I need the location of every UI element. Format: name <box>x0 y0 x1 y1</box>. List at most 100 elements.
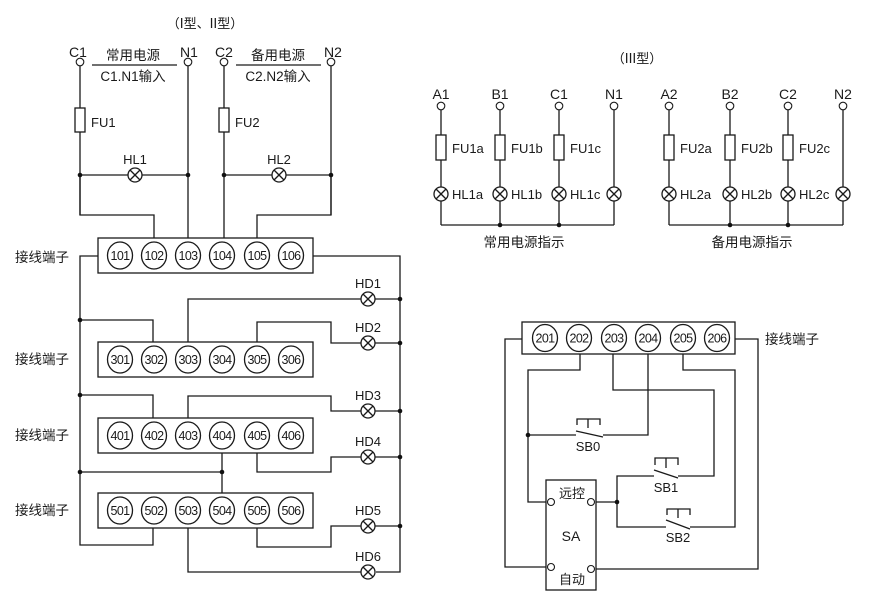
terminal-block-label: 接线端子 <box>15 502 69 519</box>
terminal-block-label: 接线端子 <box>15 249 69 266</box>
phase-label: N1 <box>605 86 623 102</box>
indicator-lamp-hd1 <box>360 291 376 307</box>
fuse-label: FU2b <box>741 141 773 156</box>
terminal-number: 301 <box>110 353 130 367</box>
terminal-number: 105 <box>247 249 267 263</box>
fuse <box>435 134 447 161</box>
terminal: 202 <box>565 323 593 353</box>
indicator-lamp-hd4 <box>360 449 376 465</box>
input-terminal <box>725 101 735 111</box>
terminal-number: 204 <box>638 332 658 346</box>
lamp-label: HL2c <box>799 187 830 202</box>
push-button-sb1 <box>653 457 679 479</box>
fuse-label: FU2a <box>680 141 713 156</box>
terminal-number: 102 <box>144 249 164 263</box>
push-button-sb0 <box>575 418 604 438</box>
terminal: 305 <box>243 345 271 374</box>
lamp-hl1-label: HL1 <box>123 152 147 167</box>
terminal-block-label: 接线端子 <box>15 427 69 444</box>
phase-label: B1 <box>491 86 508 102</box>
selector-auto-label: 自动 <box>559 573 585 588</box>
terminal-number: 501 <box>110 504 130 518</box>
input-terminal <box>609 101 619 111</box>
indicator-lamp <box>722 186 738 202</box>
normal-indicator-caption: 常用电源指示 <box>484 235 565 251</box>
phase-label: B2 <box>721 86 738 102</box>
standby-indicator-caption: 备用电源指示 <box>712 234 793 251</box>
lamp-label: HL2b <box>741 187 772 202</box>
terminal-number: 502 <box>144 504 164 518</box>
terminal-number: 402 <box>144 429 164 443</box>
terminal-number: 506 <box>281 504 301 518</box>
fuse-fu1 <box>74 107 86 133</box>
terminal-number: 206 <box>707 332 727 346</box>
terminal: 506 <box>277 496 305 525</box>
terminal-number: 104 <box>212 249 232 263</box>
input-terminal <box>436 101 446 111</box>
indicator-lamp-hd2 <box>360 335 376 351</box>
phase-label: A1 <box>432 86 449 102</box>
indicator-lamp <box>835 186 851 202</box>
label-c1: C1 <box>69 44 87 60</box>
terminal: 304 <box>208 345 236 374</box>
input-terminal <box>664 101 674 111</box>
terminal-number: 103 <box>178 249 198 263</box>
terminal-number: 405 <box>247 429 267 443</box>
terminal: 401 <box>106 421 134 450</box>
title-type-iii: （III型） <box>612 52 663 67</box>
fuse <box>724 134 736 161</box>
terminal: 505 <box>243 496 271 525</box>
standby-source-label: 备用电源 <box>251 47 305 64</box>
terminal-number: 202 <box>569 332 589 346</box>
terminal: 106 <box>277 241 305 270</box>
selector-sa-label: SA <box>562 528 581 544</box>
terminal: 402 <box>140 421 168 450</box>
terminal-number: 106 <box>281 249 301 263</box>
terminal: 501 <box>106 496 134 525</box>
indicator-lamp-hd3 <box>360 403 376 419</box>
fuse-label: FU1b <box>511 141 543 156</box>
terminal: 503 <box>174 496 202 525</box>
fuse-fu2-label: FU2 <box>235 115 260 130</box>
terminal: 103 <box>174 241 202 270</box>
input-terminal <box>838 101 848 111</box>
indicator-lamp-label: HD6 <box>355 549 381 564</box>
lamp-label: HL1c <box>570 187 601 202</box>
push-button-sb0-label: SB0 <box>576 439 601 454</box>
terminal: 404 <box>208 421 236 450</box>
terminal-block-2: 201 202 203 204 205 206 <box>521 321 736 355</box>
terminal-c2 <box>219 57 229 67</box>
selector-switch-sa <box>545 479 597 591</box>
push-button-sb2 <box>665 508 691 530</box>
terminal: 201 <box>531 323 559 353</box>
lamp-label: HL1b <box>511 187 542 202</box>
terminal-block-label: 接线端子 <box>15 351 69 368</box>
indicator-lamp <box>780 186 796 202</box>
title-type-i-ii: （I型、II型） <box>167 17 244 32</box>
terminal-number: 404 <box>212 429 232 443</box>
fuse-label: FU1a <box>452 141 485 156</box>
fuse-label: FU1c <box>570 141 602 156</box>
indicator-lamp <box>551 186 567 202</box>
fuse-fu1-label: FU1 <box>91 115 116 130</box>
terminal: 105 <box>243 241 271 270</box>
terminal: 406 <box>277 421 305 450</box>
fuse <box>663 134 675 161</box>
indicator-lamp <box>661 186 677 202</box>
terminal-number: 302 <box>144 353 164 367</box>
terminal: 306 <box>277 345 305 374</box>
terminal: 405 <box>243 421 271 450</box>
fuse <box>494 134 506 161</box>
indicator-lamp <box>433 186 449 202</box>
terminal: 504 <box>208 496 236 525</box>
phase-label: N2 <box>834 86 852 102</box>
terminal-number: 205 <box>673 332 693 346</box>
terminal-number: 101 <box>110 249 130 263</box>
terminal-number: 203 <box>604 332 624 346</box>
